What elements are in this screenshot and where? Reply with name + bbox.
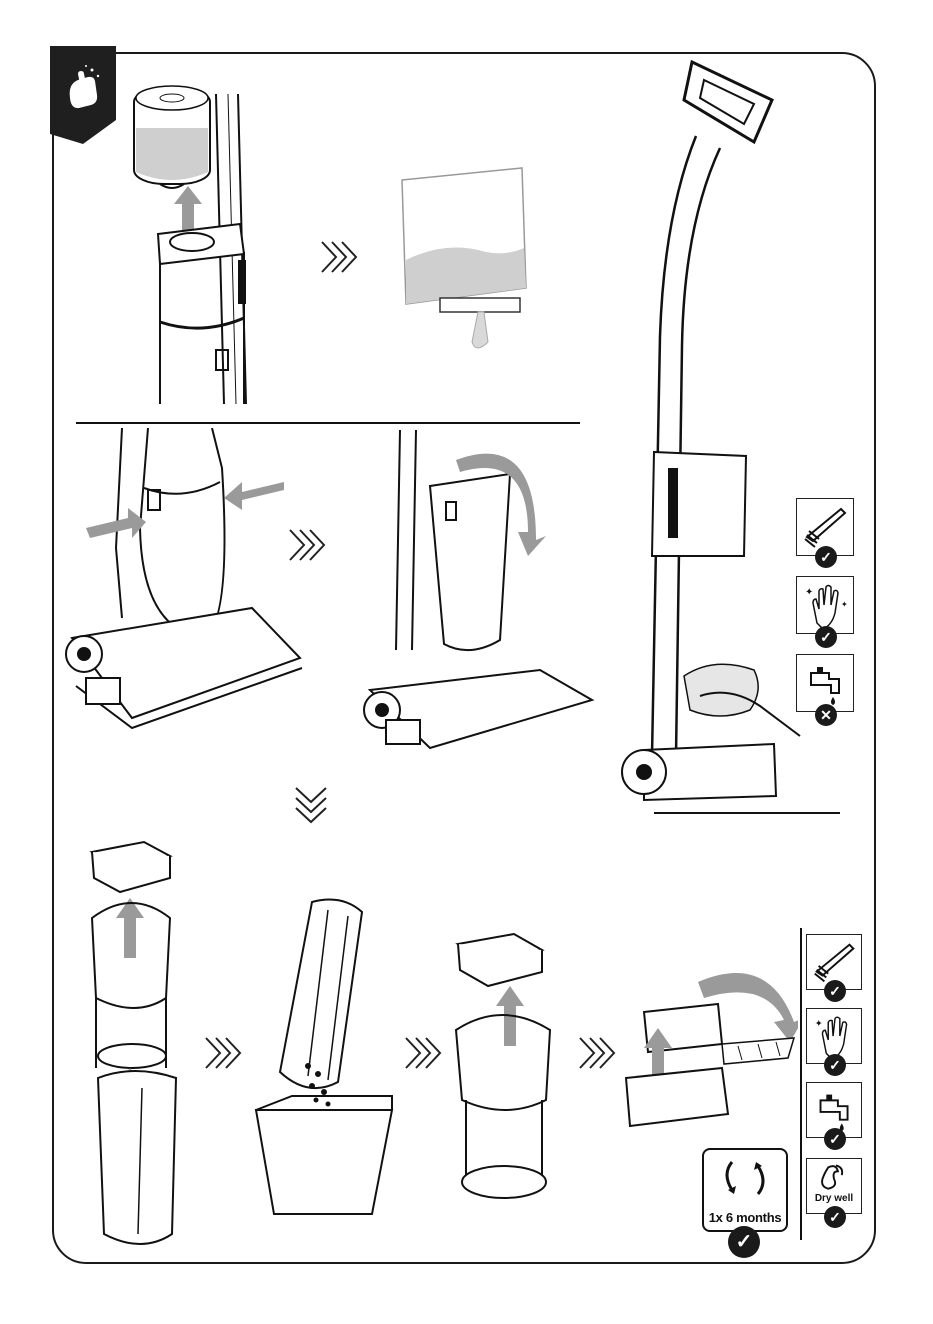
next-step-arrow — [320, 240, 360, 274]
next-step-arrow — [204, 1036, 244, 1070]
clean-water-tank-mounted — [652, 452, 746, 556]
replacement-schedule: 1x 6 months — [702, 1148, 788, 1232]
step-tilt-out-dirty-water-tank — [360, 430, 600, 760]
replace-cycle-icon — [702, 1148, 788, 1208]
allowed-check-icon: ✓ — [815, 546, 837, 568]
dry-well-label: Dry well — [807, 1193, 861, 1204]
step-open-filter-cover — [618, 958, 798, 1138]
step-wipe-main-body — [604, 56, 804, 806]
step-reinsert-filter — [452, 930, 562, 1220]
next-step-arrow — [578, 1036, 618, 1070]
trash-bin — [256, 1096, 392, 1214]
next-step-arrow — [288, 528, 328, 562]
next-step-arrow — [404, 1036, 444, 1070]
push-arrow-right — [224, 482, 284, 510]
dirty-water-tank — [98, 1071, 176, 1244]
step-empty-clean-water-tank — [390, 160, 540, 360]
filter — [458, 934, 542, 986]
schedule-check-icon: ✓ — [728, 1226, 760, 1258]
not-allowed-cross-icon: ✕ — [815, 704, 837, 726]
svg-text:✦: ✦ — [815, 1018, 823, 1029]
tank-housing — [158, 224, 246, 404]
step-press-release-buttons — [62, 428, 312, 754]
section-divider — [654, 812, 840, 814]
allowed-check-icon: ✓ — [815, 626, 837, 648]
svg-text:✦: ✦ — [841, 600, 848, 609]
section-tab — [50, 46, 116, 144]
dirty-water-tank — [430, 474, 510, 650]
wiping-hand — [684, 664, 800, 736]
schedule-label: 1x 6 months — [704, 1210, 786, 1225]
floor-head — [622, 744, 776, 800]
step-lift-out-filter — [84, 838, 194, 1258]
filter-housing — [456, 1015, 550, 1198]
allowed-check-icon: ✓ — [824, 1054, 846, 1076]
section-divider — [76, 422, 580, 424]
dirty-water-tank — [140, 428, 225, 638]
icon-column-divider — [800, 928, 802, 1240]
step-remove-clean-water-tank — [120, 84, 280, 406]
lift-up-arrow — [116, 898, 144, 958]
floor-head — [364, 670, 592, 748]
clean-water-tank — [134, 86, 210, 188]
filter — [92, 842, 170, 892]
allowed-check-icon: ✓ — [824, 980, 846, 1002]
vacuum-handle — [684, 62, 772, 142]
step-empty-dirty-water-tank — [252, 896, 402, 1216]
allowed-check-icon: ✓ — [824, 1128, 846, 1150]
allowed-check-icon: ✓ — [824, 1206, 846, 1228]
dirty-water-tank-tilted — [280, 900, 362, 1089]
svg-text:✦: ✦ — [805, 587, 813, 598]
next-step-down-arrow — [294, 786, 328, 826]
floor-head — [66, 608, 302, 728]
